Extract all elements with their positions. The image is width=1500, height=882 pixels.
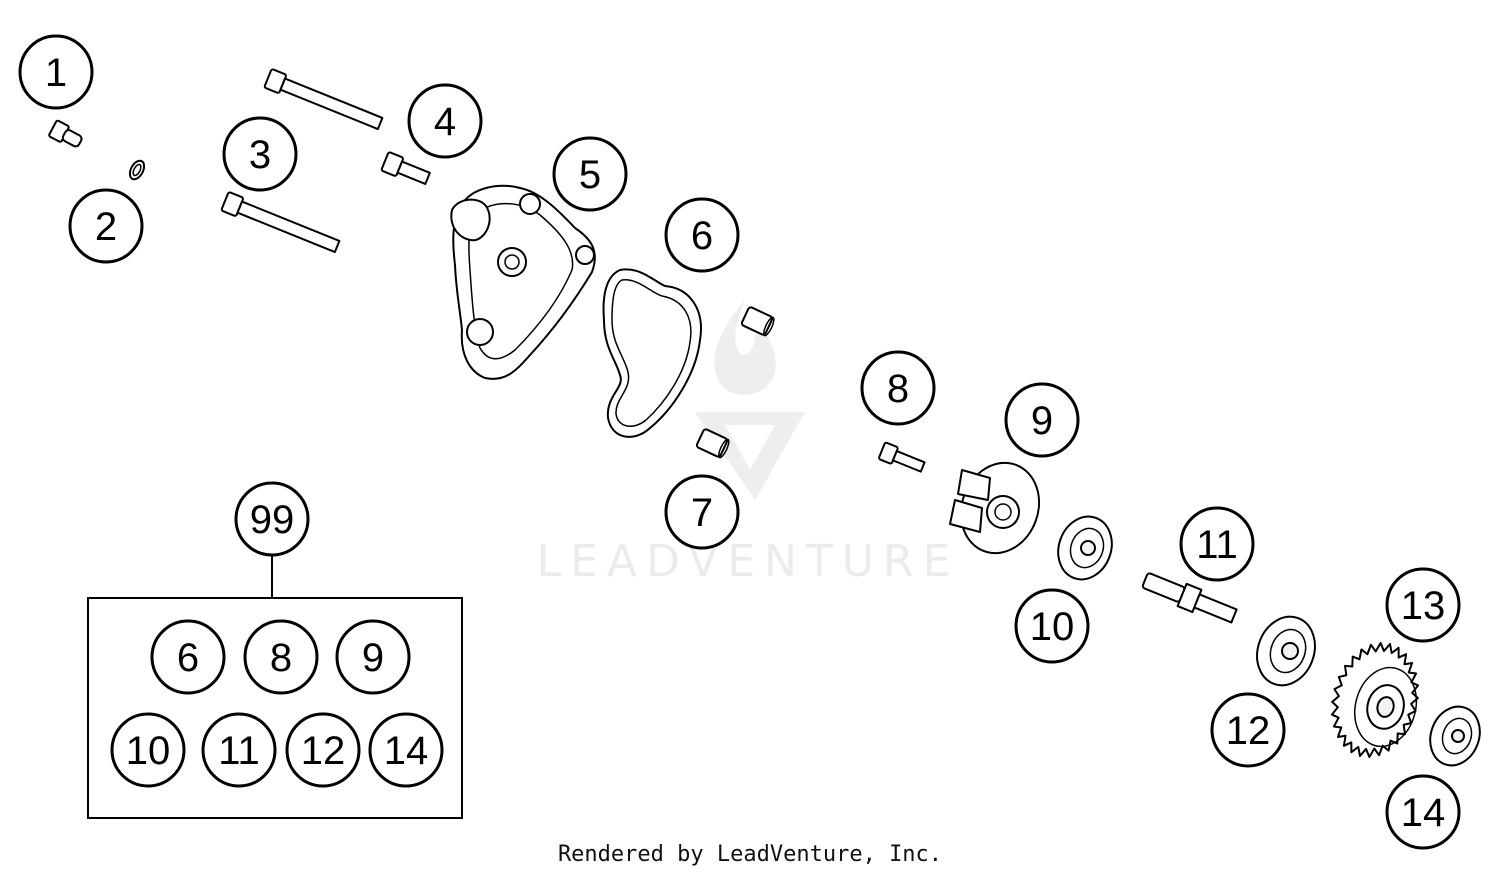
callout-circle [552, 136, 628, 212]
kit-item-9: 9 [335, 619, 411, 695]
callout-number: 4 [434, 100, 456, 144]
callout-5: 5 [552, 136, 628, 212]
kit-item-14: 14 [368, 712, 444, 788]
part-3-long-bolt-lower [220, 191, 341, 254]
callout-circle [110, 712, 186, 788]
callout-circle [150, 619, 226, 695]
part-1-plug [48, 119, 83, 148]
callout-number: 12 [301, 729, 346, 773]
callout-circle [18, 34, 94, 110]
callout-circle [201, 712, 277, 788]
callout-circle [1385, 774, 1461, 850]
callout-kit-99: 99 [234, 481, 310, 557]
gear-hub [1354, 666, 1418, 748]
callout-circle [1004, 382, 1080, 458]
callout-circle [68, 188, 144, 264]
part-11-shaft [1141, 572, 1238, 624]
callout-3: 3 [222, 116, 298, 192]
callout-number: 3 [249, 133, 271, 177]
part-13-gear [1330, 642, 1420, 758]
flame-logo-icon [714, 300, 776, 395]
callout-2: 2 [68, 188, 144, 264]
callout-6: 6 [664, 197, 740, 273]
callout-number: 8 [887, 367, 909, 411]
callout-number: 2 [95, 205, 117, 249]
callout-number: 99 [250, 498, 295, 542]
callout-circle [1179, 506, 1255, 582]
kit-box [87, 597, 463, 819]
watermark-text: LEADVENTURE [537, 536, 960, 587]
part-7-dowel-upper [740, 306, 775, 337]
callout-8: 8 [860, 350, 936, 426]
kit-item-12: 12 [285, 712, 361, 788]
callout-11: 11 [1179, 506, 1255, 582]
callout-circle [243, 619, 319, 695]
part-10-bearing [1057, 515, 1113, 581]
callout-number: 8 [270, 636, 292, 680]
kit-item-8: 8 [243, 619, 319, 695]
callout-number: 11 [1196, 523, 1238, 567]
callout-number: 9 [362, 636, 384, 680]
kit-item-6: 6 [150, 619, 226, 695]
callout-number: 1 [45, 51, 67, 95]
callout-number: 13 [1401, 584, 1446, 628]
callout-circle [1014, 588, 1090, 664]
part-6-gasket [602, 268, 702, 438]
kit-item-10: 10 [110, 712, 186, 788]
kit-item-11: 11 [201, 712, 277, 788]
callout-number: 10 [1030, 605, 1075, 649]
callout-7: 7 [664, 474, 740, 550]
part-4-short-bolt [380, 151, 431, 185]
part-7-dowel-lower [695, 428, 730, 459]
callout-circle [664, 197, 740, 273]
callout-circle [335, 619, 411, 695]
callout-number: 6 [177, 636, 199, 680]
callout-9: 9 [1004, 382, 1080, 458]
callout-4: 4 [407, 83, 483, 159]
callout-number: 7 [691, 491, 713, 535]
callout-10: 10 [1014, 588, 1090, 664]
part-9-impeller [949, 461, 1041, 555]
callout-number: 10 [126, 729, 171, 773]
callout-circle [368, 712, 444, 788]
part-8-bolt [878, 441, 926, 473]
part-3-long-bolt-upper [263, 68, 384, 131]
callout-circle [1210, 692, 1286, 768]
callout-13: 13 [1385, 567, 1461, 643]
callout-circle [860, 350, 936, 426]
leadventure-watermark: LEADVENTURE [537, 300, 960, 587]
callout-number: 14 [1401, 791, 1446, 835]
callout-1: 1 [18, 34, 94, 110]
callout-number: 6 [691, 214, 713, 258]
callout-number: 5 [579, 153, 601, 197]
part-2-washer [128, 159, 146, 181]
callout-circle [285, 712, 361, 788]
v-logo-icon [695, 412, 805, 500]
callout-number: 9 [1031, 399, 1053, 443]
callout-circle [664, 474, 740, 550]
callout-14: 14 [1385, 774, 1461, 850]
callout-number: 12 [1226, 709, 1271, 753]
callout-number: 11 [218, 729, 260, 773]
callout-12: 12 [1210, 692, 1286, 768]
part-12-bearing [1256, 615, 1316, 687]
footer-credit: Rendered by LeadVenture, Inc. [557, 842, 943, 867]
part-5-pump-cover [450, 184, 596, 380]
part-14-bearing [1429, 705, 1481, 767]
gear-hub [1376, 696, 1395, 718]
callout-number: 14 [384, 729, 429, 773]
callout-circle [1385, 567, 1461, 643]
callout-circle [222, 116, 298, 192]
callout-circle [234, 481, 310, 557]
callout-circle [407, 83, 483, 159]
